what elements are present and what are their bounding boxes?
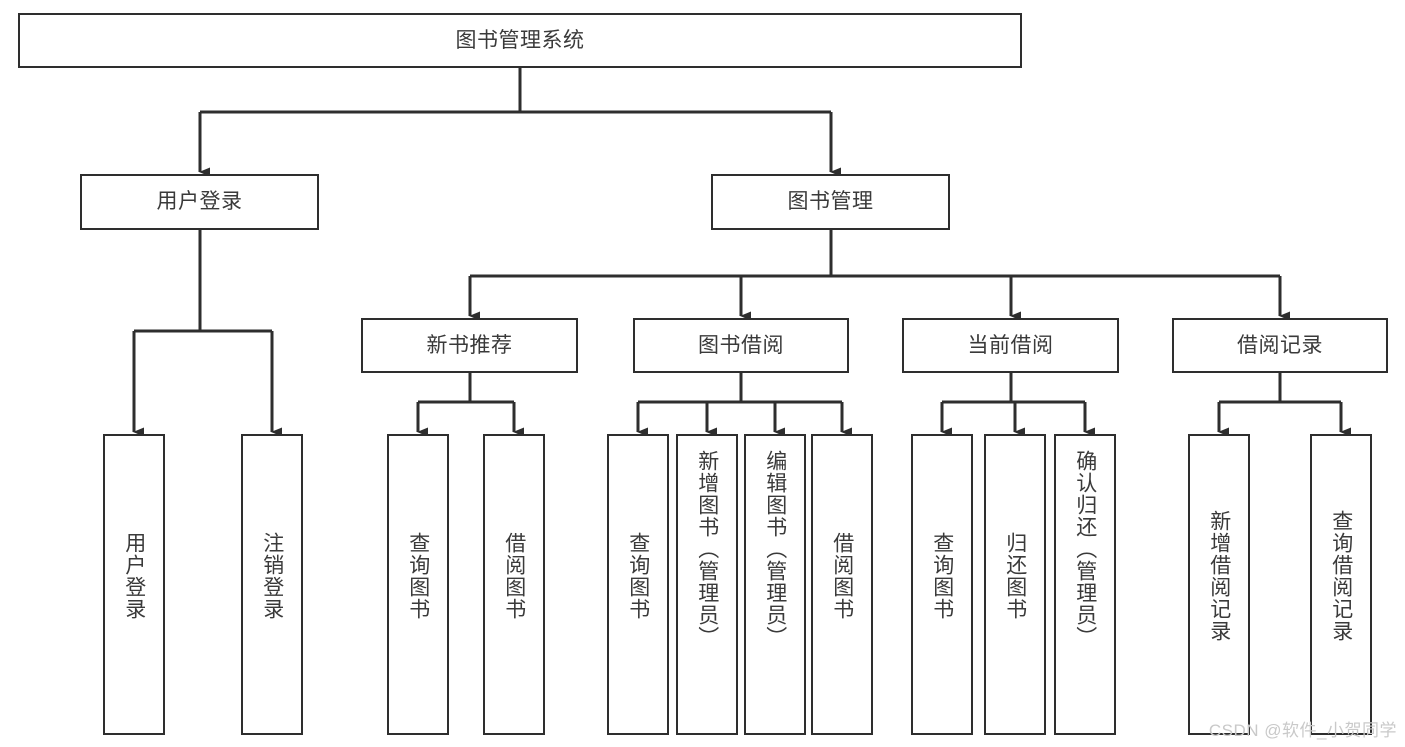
node-new-book-rec[interactable]: 新书推荐 [361, 318, 578, 373]
node-leaf-borrow-book[interactable]: 借阅图书 [811, 434, 873, 735]
node-leaf-query-book-rec[interactable]: 查询图书 [387, 434, 449, 735]
node-label: 编辑图书（管理员） [763, 450, 787, 648]
node-label: 用户登录 [156, 190, 243, 214]
node-label: 查询图书 [930, 532, 954, 620]
node-leaf-add-book[interactable]: 新增图书（管理员） [676, 434, 738, 735]
node-label: 借阅图书 [502, 532, 526, 620]
node-leaf-borrow-book-rec[interactable]: 借阅图书 [483, 434, 545, 735]
node-label: 新增借阅记录 [1207, 510, 1231, 642]
node-leaf-confirm-return[interactable]: 确认归还（管理员） [1054, 434, 1116, 735]
node-label: 新增图书（管理员） [695, 450, 719, 648]
node-label: 借阅图书 [830, 532, 854, 620]
node-label: 归还图书 [1003, 532, 1027, 620]
node-label: 查询图书 [626, 532, 650, 620]
node-label: 图书管理系统 [455, 28, 585, 52]
node-leaf-query-book-cur[interactable]: 查询图书 [911, 434, 973, 735]
node-user-login[interactable]: 用户登录 [80, 174, 319, 230]
node-label: 查询图书 [406, 532, 430, 620]
node-leaf-query-book[interactable]: 查询图书 [607, 434, 669, 735]
node-leaf-edit-book[interactable]: 编辑图书（管理员） [744, 434, 806, 735]
node-label: 图书管理 [787, 190, 874, 214]
node-label: 用户登录 [122, 532, 146, 620]
node-label: 确认归还（管理员） [1073, 450, 1097, 648]
watermark-text: CSDN @软件_小贺同学 [1208, 721, 1397, 740]
node-leaf-user-logout[interactable]: 注销登录 [241, 434, 303, 735]
node-borrow-record[interactable]: 借阅记录 [1172, 318, 1388, 373]
node-label: 当前借阅 [967, 333, 1054, 357]
node-current-borrow[interactable]: 当前借阅 [902, 318, 1119, 373]
node-leaf-return-book[interactable]: 归还图书 [984, 434, 1046, 735]
node-book-manage[interactable]: 图书管理 [711, 174, 950, 230]
node-label: 新书推荐 [426, 333, 513, 357]
node-label: 注销登录 [260, 532, 284, 620]
node-leaf-query-record[interactable]: 查询借阅记录 [1310, 434, 1372, 735]
node-label: 查询借阅记录 [1329, 510, 1353, 642]
node-root[interactable]: 图书管理系统 [18, 13, 1022, 68]
node-leaf-user-login[interactable]: 用户登录 [103, 434, 165, 735]
node-label: 图书借阅 [698, 333, 784, 357]
node-leaf-add-record[interactable]: 新增借阅记录 [1188, 434, 1250, 735]
node-book-borrow[interactable]: 图书借阅 [633, 318, 849, 373]
node-label: 借阅记录 [1237, 333, 1323, 357]
